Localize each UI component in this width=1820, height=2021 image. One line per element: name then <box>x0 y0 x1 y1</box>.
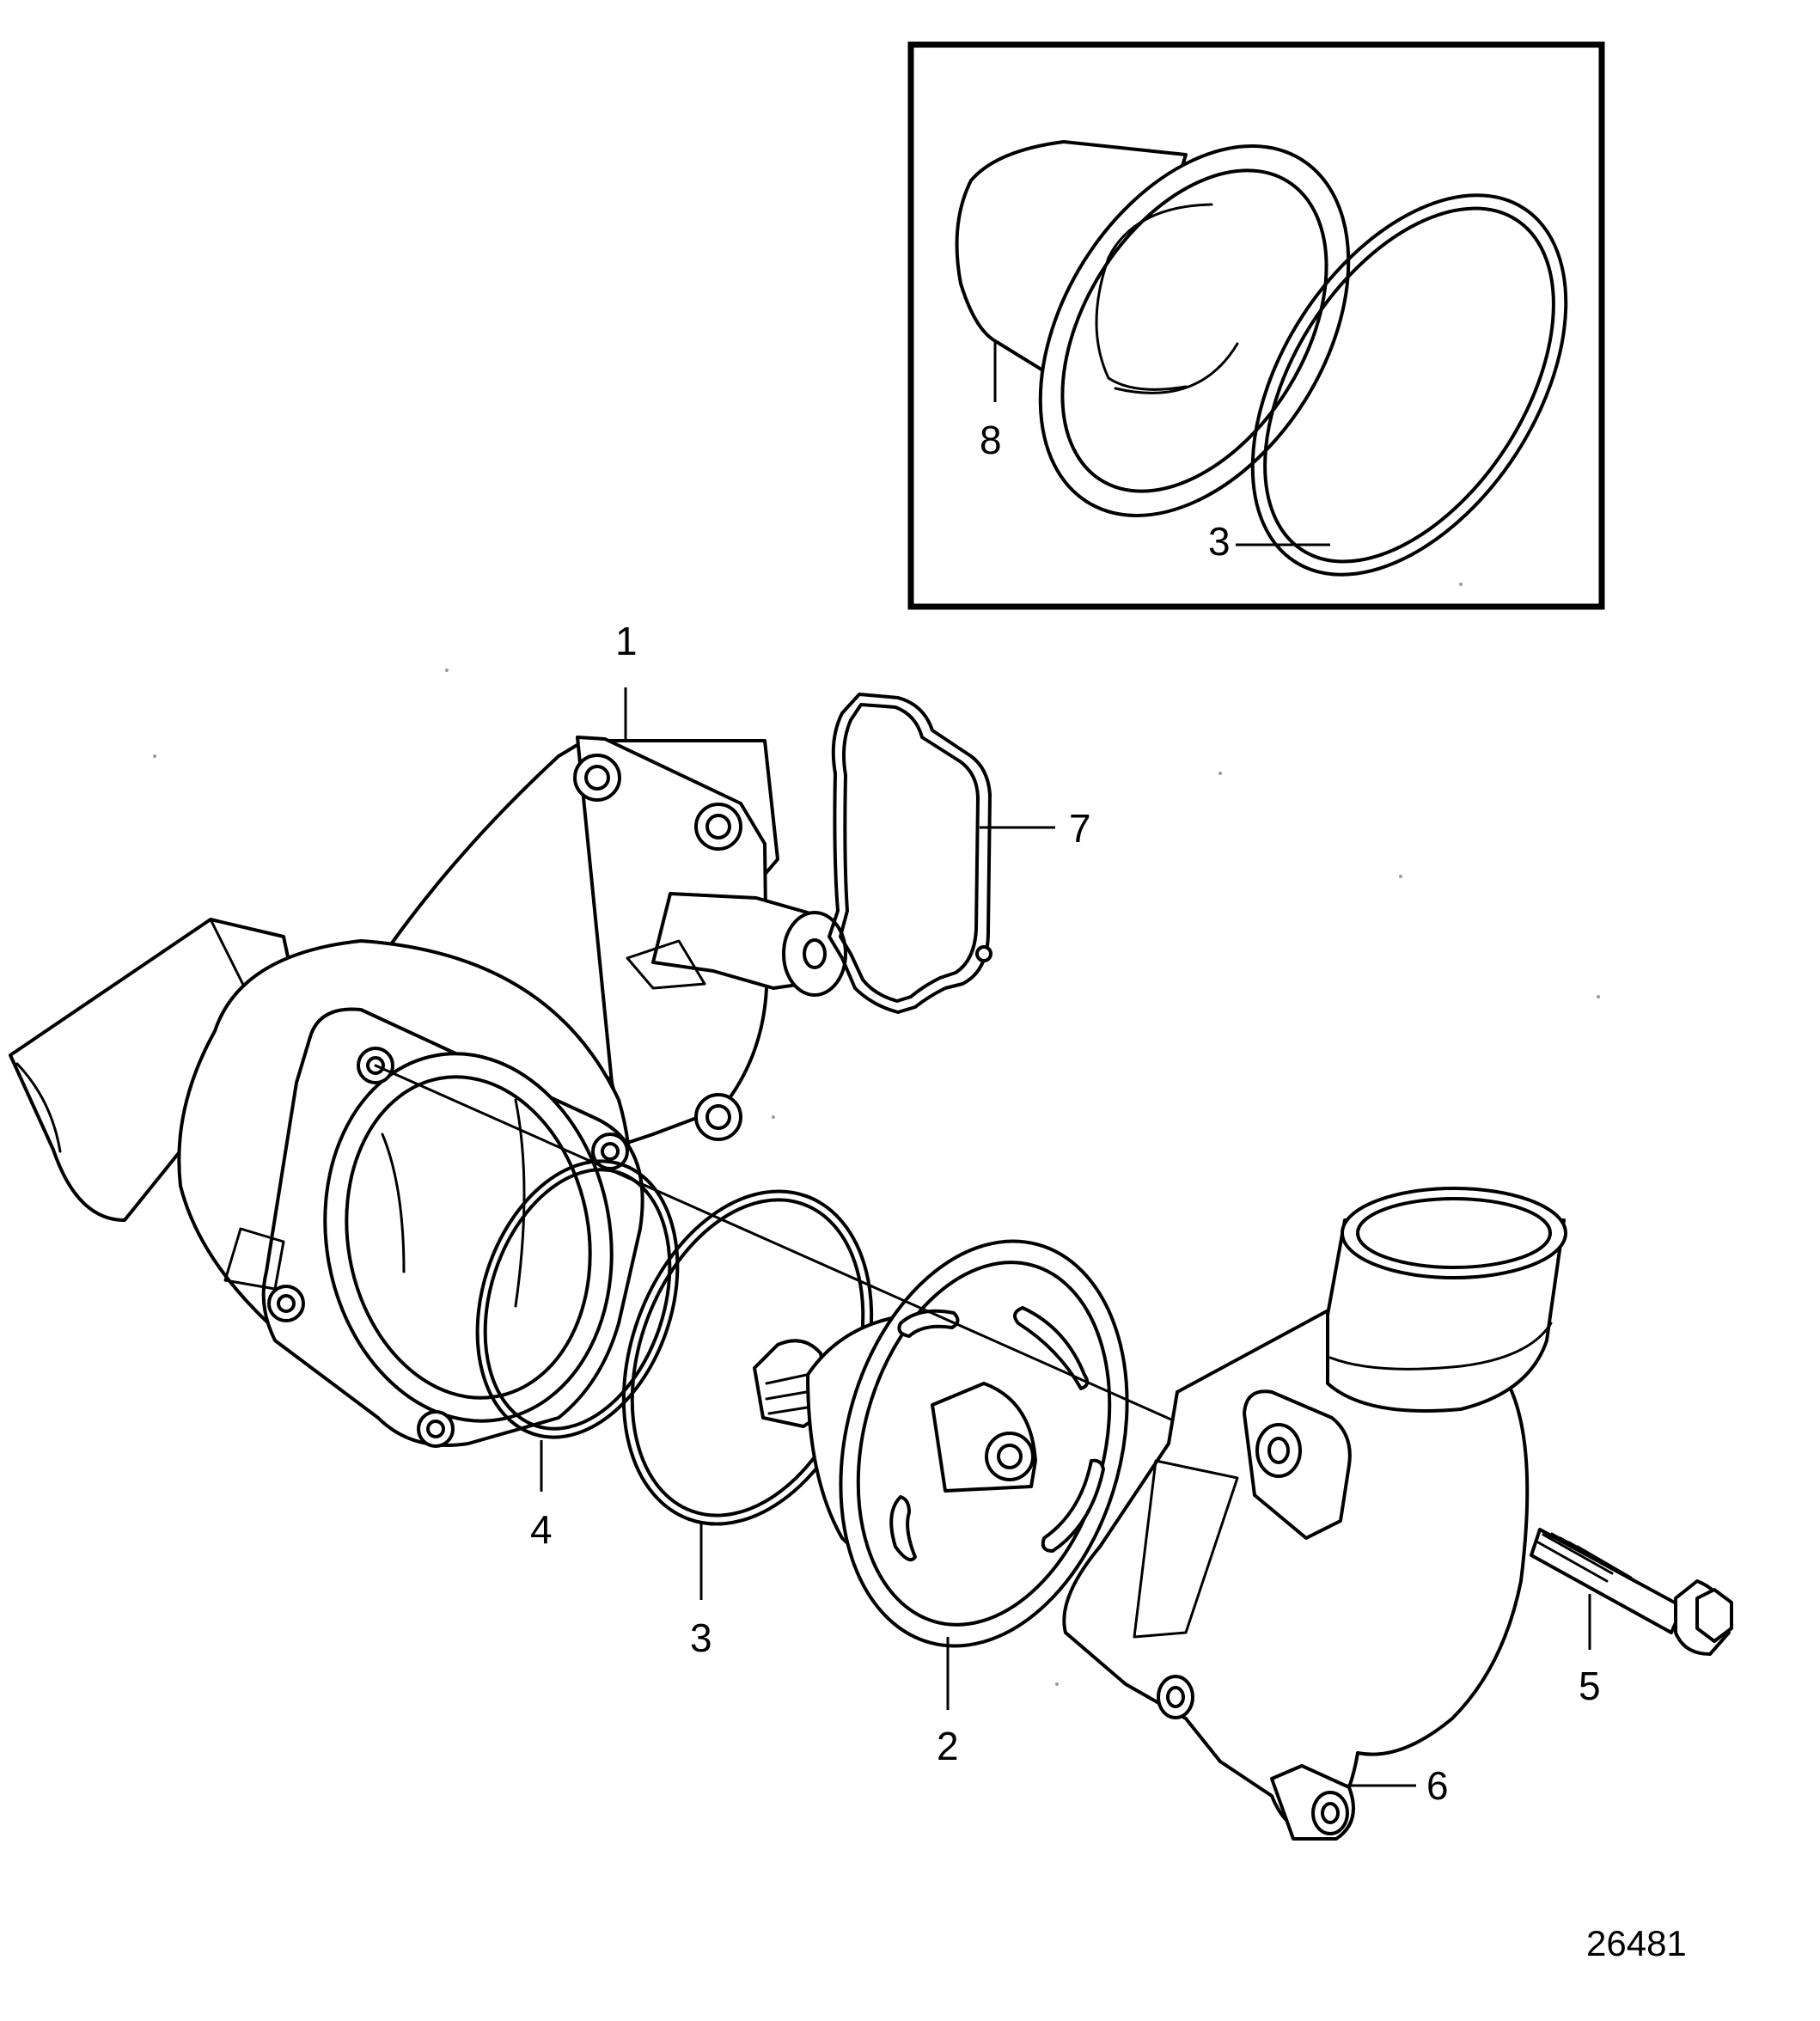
thermostat-sleeve-drawing <box>955 140 1351 517</box>
figure-number: 26481 <box>1586 1923 1687 1963</box>
callout-thermostat-cover: 6 <box>1426 1763 1449 1808</box>
bolt-drawing <box>1530 1528 1733 1656</box>
callout-thermostat-sleeve: 8 <box>980 418 1002 462</box>
assembly-axis-line <box>374 1064 1329 1491</box>
callout-thermostat: 2 <box>937 1724 959 1768</box>
callout-seal-ring: 3 <box>690 1615 712 1660</box>
thermostat-drawing <box>753 1239 1129 1648</box>
thermostat-housing-drawing <box>9 736 847 1448</box>
callout-gasket: 7 <box>1069 806 1091 851</box>
callout-bolt: 5 <box>1579 1664 1601 1708</box>
inset-frame <box>907 41 1605 610</box>
leader-lines <box>540 687 1591 1787</box>
thermostat-cover-drawing <box>1062 1187 1567 1841</box>
inset-seal-ring-drawing <box>1250 193 1568 577</box>
callout-housing: 1 <box>615 619 638 663</box>
gasket-drawing <box>828 693 992 1014</box>
callout-labels: 1 7 4 3 2 5 6 <box>530 619 1601 1808</box>
callout-seal-ring-inset: 3 <box>1208 519 1231 564</box>
inset-panel: 8 3 <box>907 41 1605 610</box>
callout-o-ring: 4 <box>530 1507 553 1552</box>
